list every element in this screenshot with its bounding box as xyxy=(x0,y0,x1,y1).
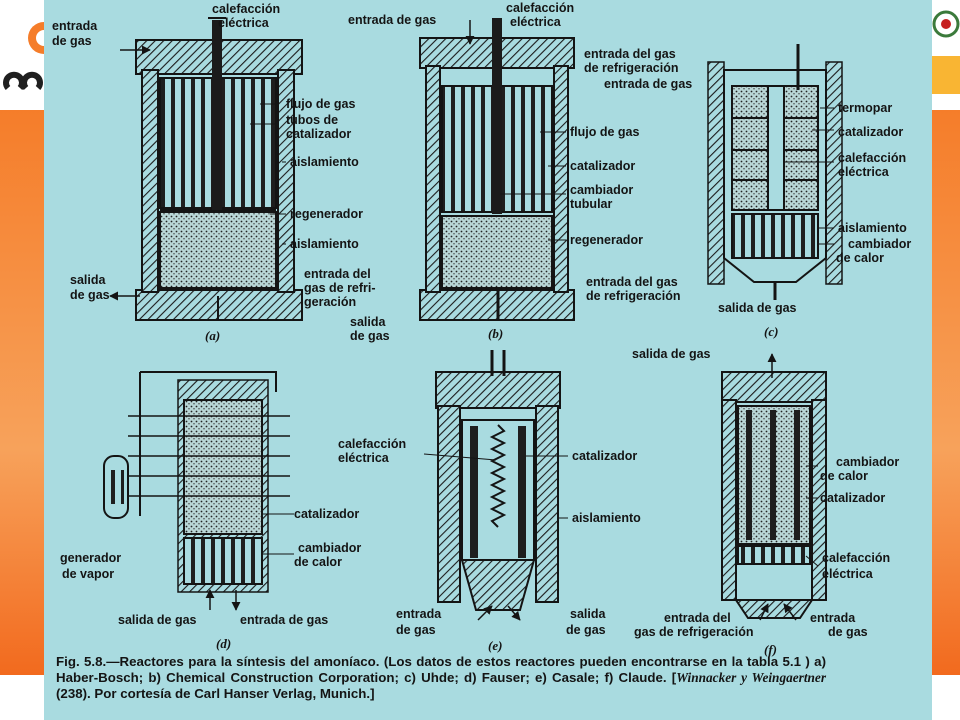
label-c-termopar: termopar xyxy=(838,101,892,115)
label-b-regenerador: regenerador xyxy=(570,233,643,247)
label-a-aislamiento-1: aislamiento xyxy=(290,155,359,169)
panel-label-c: (c) xyxy=(764,324,778,339)
label-c-catalizador: catalizador xyxy=(838,125,903,139)
label-b-catalizador: catalizador xyxy=(570,159,635,173)
panel-label-e: (e) xyxy=(488,638,502,653)
panel-label-a: (a) xyxy=(205,328,220,343)
caption-tail: (238). Por cortesía de Carl Hanser Verla… xyxy=(56,686,375,701)
caption-lead: Fig. 5.8. xyxy=(56,654,107,669)
reactor-a xyxy=(109,17,303,321)
logo-right xyxy=(932,10,960,94)
orange-band-right xyxy=(932,110,960,675)
label-e-aislamiento: aislamiento xyxy=(572,511,641,525)
reactor-b xyxy=(419,18,575,321)
caption-text: —Reactores para la síntesis del amoníaco… xyxy=(56,654,827,685)
label-d-salida-gas: salida de gas xyxy=(118,613,197,627)
logo-left xyxy=(0,22,44,98)
reactor-e xyxy=(435,350,561,621)
caption-authors: Winnacker y Weingaertner xyxy=(676,670,826,685)
label-c-salida-gas: salida de gas xyxy=(718,301,797,315)
label-d-catalizador: catalizador xyxy=(294,507,359,521)
label-f-catalizador: catalizador xyxy=(820,491,885,505)
panel-label-f: (f) xyxy=(764,642,777,657)
label-e-catalizador: catalizador xyxy=(572,449,637,463)
figure-caption: Fig. 5.8.—Reactores para la síntesis del… xyxy=(56,654,826,702)
panel-label-b: (b) xyxy=(488,326,503,341)
label-a-aislamiento-2: aislamiento xyxy=(290,237,359,251)
label-a-regenerador: regenerador xyxy=(290,207,363,221)
label-b-flujo-gas: flujo de gas xyxy=(570,125,640,139)
reactor-c xyxy=(707,44,843,300)
reactor-f xyxy=(721,353,827,621)
label-c-aislamiento: aislamiento xyxy=(838,221,907,235)
leader-lines xyxy=(250,103,834,567)
reactor-d xyxy=(103,371,290,611)
label-c-entrada-gas: entrada de gas xyxy=(604,77,692,91)
panel-label-d: (d) xyxy=(216,636,231,651)
label-d-entrada-gas: entrada de gas xyxy=(240,613,328,627)
label-b-entrada-gas: entrada de gas xyxy=(348,13,436,27)
label-a-flujo-gas: flujo de gas xyxy=(286,97,356,111)
label-f-salida-gas: salida de gas xyxy=(632,347,711,361)
orange-band-left xyxy=(0,110,44,675)
